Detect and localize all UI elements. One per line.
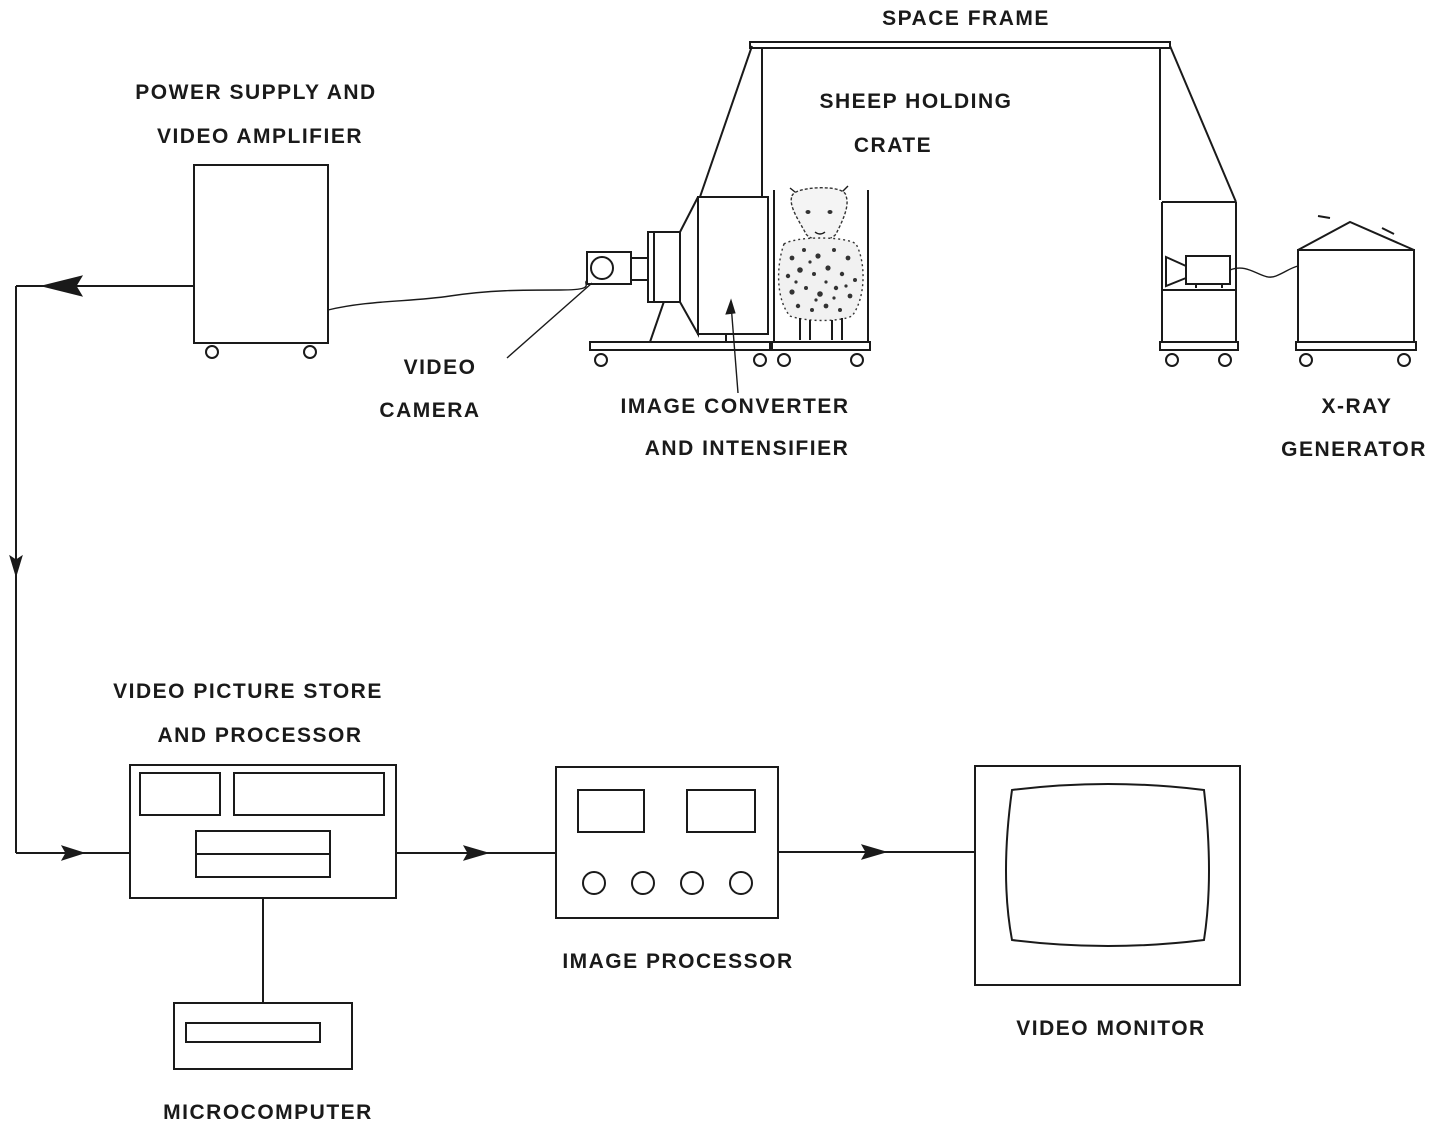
label-sheep-crate-line2: CRATE (854, 134, 932, 157)
label-image-converter-line1: IMAGE CONVERTER (620, 395, 849, 418)
image-intensifier-assembly (586, 196, 771, 367)
label-video-monitor: VIDEO MONITOR (1016, 1017, 1205, 1040)
x-ray-cable (1229, 265, 1299, 278)
label-video-camera-line2: CAMERA (379, 399, 480, 422)
label-xray-line2: GENERATOR (1281, 438, 1427, 461)
sheep-holding-crate (771, 190, 871, 367)
label-video-camera-line1: VIDEO (404, 356, 477, 379)
video-monitor-unit (974, 765, 1241, 986)
label-power-supply-line2: VIDEO AMPLIFIER (157, 125, 363, 148)
label-image-converter-line2: AND INTENSIFIER (645, 437, 850, 460)
label-sheep-crate-line1: SHEEP HOLDING (820, 90, 1013, 113)
arrow-right-icon (462, 845, 490, 861)
arrow-right-icon (860, 844, 888, 860)
label-xray-line1: X-RAY (1322, 395, 1393, 418)
label-image-processor: IMAGE PROCESSOR (562, 950, 793, 973)
label-picture-store-line1: VIDEO PICTURE STORE (113, 680, 383, 703)
x-ray-generator (1295, 215, 1417, 367)
video-picture-store (129, 764, 397, 899)
image-processor-unit (555, 766, 779, 919)
power-supply-cabinet (193, 164, 329, 359)
video-camera-leader (506, 282, 593, 359)
arrow-down-icon (9, 554, 23, 578)
label-picture-store-line2: AND PROCESSOR (157, 724, 362, 747)
label-space-frame: SPACE FRAME (882, 7, 1050, 30)
arrow-left-icon (41, 275, 84, 297)
sheep-icon (777, 185, 864, 340)
x-ray-tube-stand (1159, 201, 1239, 367)
label-power-supply-line1: POWER SUPPLY AND (135, 81, 376, 104)
camera-cable (327, 279, 589, 311)
arrow-right-icon (60, 845, 86, 861)
microcomputer-unit (173, 1002, 353, 1070)
intensifier-leader-arrow (725, 298, 736, 315)
intensifier-leader (730, 303, 739, 394)
label-microcomputer: MICROCOMPUTER (163, 1101, 373, 1124)
